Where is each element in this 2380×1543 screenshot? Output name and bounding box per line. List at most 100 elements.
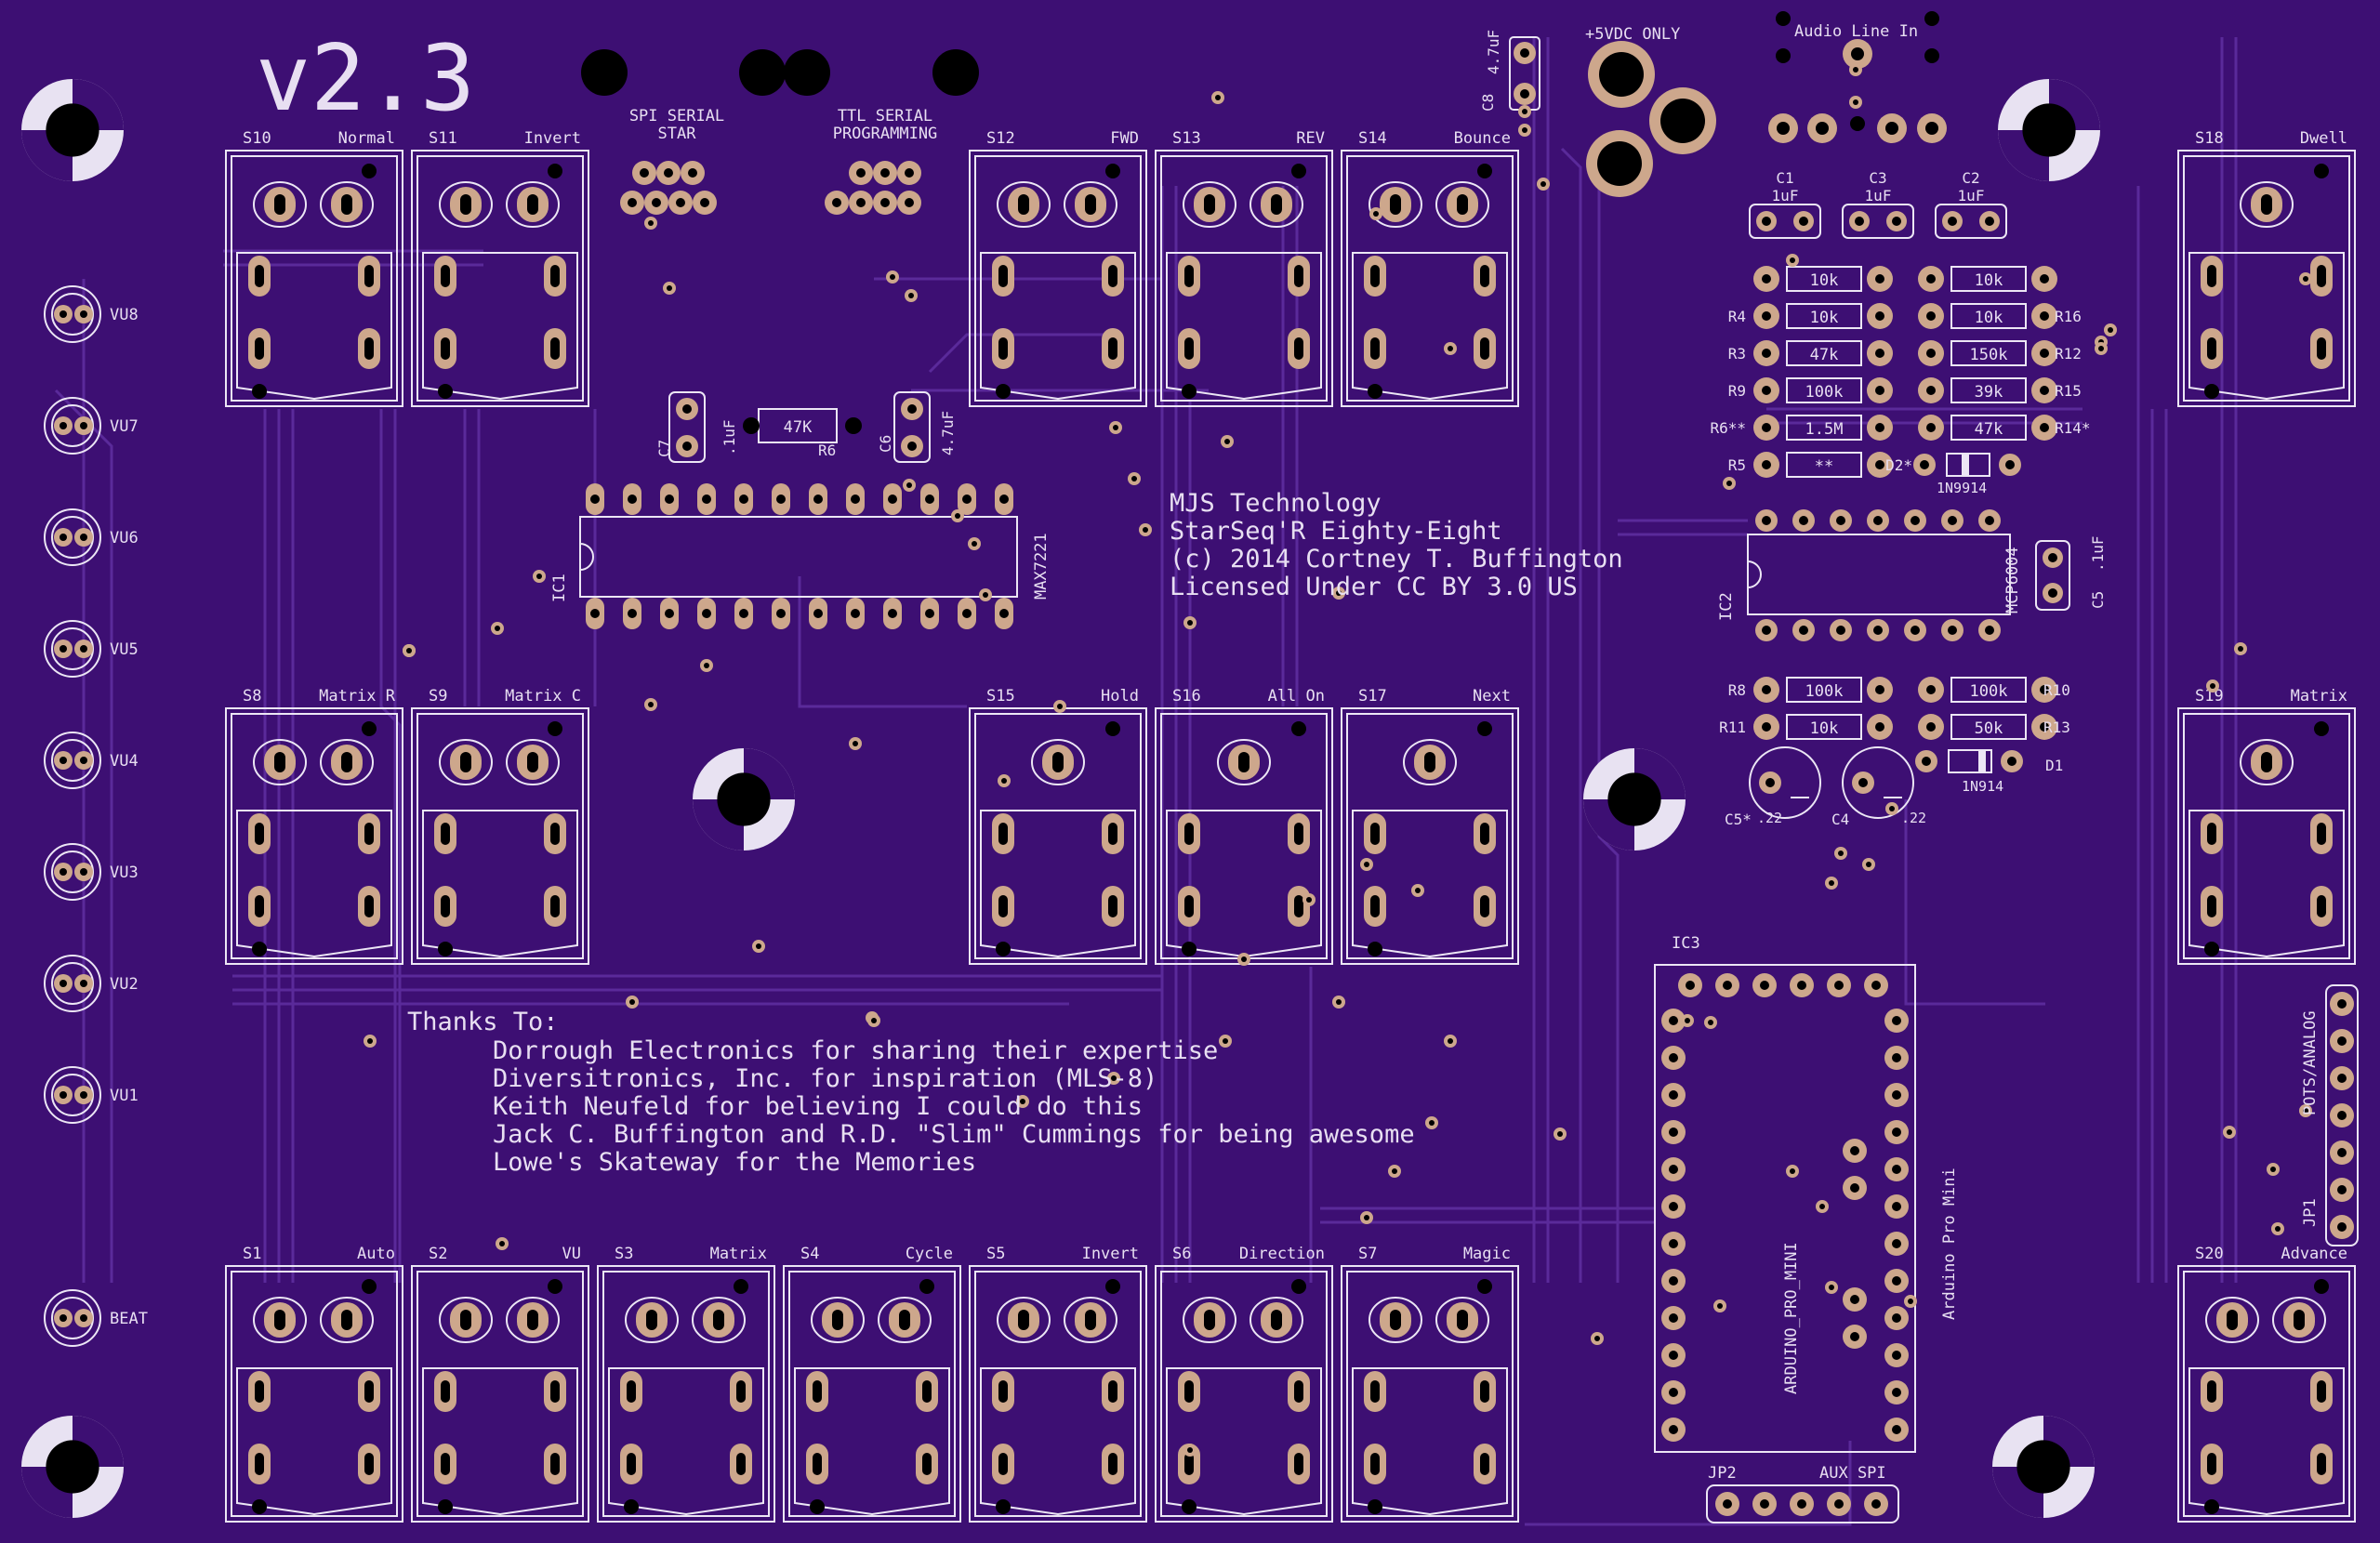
via-hole: [983, 592, 988, 598]
via-hole: [871, 1018, 877, 1023]
drill-hole: [1948, 626, 1957, 635]
switch-s16-alignment-hole: [1291, 721, 1306, 736]
c6-value: 4.7uF: [939, 411, 957, 455]
switch-s3-alignment-hole: [734, 1279, 748, 1294]
resistor-low-right-ref: R13: [2043, 719, 2070, 736]
via-hole: [1020, 1099, 1025, 1104]
switch-s5-lamp-hole: [1085, 1310, 1096, 1330]
drill-hole: [1762, 423, 1771, 432]
c5e-outline: [1749, 746, 1821, 819]
switch-s18-alignment-hole: [2204, 384, 2219, 399]
switch-s1-lamp-hole: [274, 1310, 285, 1330]
switch-s12-lamp-hole: [1085, 194, 1096, 215]
switch-s4-pin-hole: [813, 1380, 822, 1403]
drill-hole: [1875, 349, 1884, 358]
switch-s4-ref: S4: [800, 1245, 819, 1263]
ic1-pin-hole: [925, 495, 934, 504]
drill-hole: [1762, 516, 1771, 525]
switch-s15-ref: S15: [986, 687, 1015, 706]
switch-s8-cap-outline: [236, 810, 392, 958]
switch-s10-cap-outline: [236, 252, 392, 401]
switch-s8-inner-outline: [231, 713, 398, 959]
switch-s10-pin-hole: [364, 265, 374, 287]
switch-s16-cap-outline: [1166, 810, 1322, 958]
ic3-part: ARDUINO_PRO_MINI: [1782, 1242, 1801, 1394]
drill-hole: [1669, 1202, 1678, 1211]
switch-s11-outline: [411, 150, 589, 407]
switch-s9-alignment-hole: [548, 721, 562, 736]
switch-s20-alignment-hole: [2204, 1499, 2219, 1514]
drill-hole: [1875, 722, 1884, 732]
switch-s4-label: Cycle: [906, 1245, 953, 1263]
via-hole: [1415, 888, 1421, 893]
switch-s11-inner-outline: [416, 155, 584, 402]
drill-hole: [2040, 386, 2049, 395]
switch-s15-inner-outline: [974, 713, 1142, 959]
switch-s20-cap-outline: [2188, 1367, 2345, 1516]
drill-hole: [80, 645, 87, 653]
switch-s11-pin-hole: [441, 337, 450, 360]
drill-hole: [1669, 1276, 1678, 1286]
drill-hole: [1669, 1425, 1678, 1434]
switch-s17-alignment-hole: [1368, 942, 1382, 956]
drill-hole: [832, 198, 841, 207]
drill-hole: [905, 168, 914, 178]
drill-hole: [1762, 722, 1771, 732]
switch-s12-lamp-outline: [997, 181, 1051, 228]
switch-s10-alignment-hole: [252, 384, 267, 399]
drill-hole: [1926, 423, 1936, 432]
resistor-right-ref: R12: [2055, 345, 2082, 363]
c4-value: .22: [1901, 810, 1926, 826]
via-hole: [1557, 1131, 1563, 1137]
switch-s18-alignment-hole: [2314, 164, 2329, 178]
drill-hole: [60, 980, 67, 987]
via-hole: [1853, 99, 1858, 105]
switch-s2-pin-hole: [441, 1453, 450, 1475]
ic1-pin-hole: [851, 495, 860, 504]
switch-s8-alignment-hole: [252, 942, 267, 956]
via-hole: [1522, 109, 1527, 114]
switch-s12-ref: S12: [986, 129, 1015, 148]
drill-hole: [1669, 1128, 1678, 1137]
drill-hole: [80, 1091, 87, 1099]
switch-s6-lamp-outline: [1183, 1297, 1236, 1343]
switch-s3-pin-hole: [736, 1453, 746, 1475]
via-hole: [890, 274, 895, 280]
resistor-right-body: [1950, 377, 2027, 403]
switch-s18-pin-hole: [2207, 337, 2216, 360]
switch-s2-lamp-outline: [506, 1297, 560, 1343]
switch-s12-alignment-hole: [1105, 164, 1120, 178]
mounting-drill: [932, 49, 979, 96]
switch-s15-alignment-hole: [1105, 721, 1120, 736]
ic1-pin-hole: [628, 609, 637, 618]
audio-jack-drill: [1776, 11, 1791, 26]
resistor-low-right-ref: R10: [2043, 681, 2070, 699]
c6-ref: C6: [877, 435, 894, 453]
switch-s6-outline: [1155, 1265, 1333, 1523]
drill-hole: [1686, 981, 1695, 990]
power-jack-hole: [1660, 99, 1705, 143]
led-vu6-outline: [44, 508, 101, 566]
drill-hole: [1836, 626, 1845, 635]
ic1-pin-hole: [590, 609, 600, 618]
switch-s17-inner-outline: [1346, 713, 1514, 959]
via-hole: [1057, 704, 1063, 709]
switch-s17-lamp-outline: [1403, 739, 1457, 785]
via-hole: [1540, 181, 1546, 187]
resistor-left-body: [1786, 415, 1862, 441]
via-hole: [1889, 806, 1895, 811]
via-hole: [1224, 439, 1230, 444]
drill-hole: [2337, 1111, 2347, 1120]
switch-s19-label: Matrix: [2291, 687, 2347, 706]
switch-s11-lamp-outline: [439, 181, 493, 228]
switch-s4-inner-outline: [788, 1271, 956, 1517]
switch-s9-lamp-outline: [439, 739, 493, 785]
drill-hole: [1875, 423, 1884, 432]
resistor-right-value: 10k: [1975, 309, 2003, 327]
drill-hole: [1871, 981, 1881, 990]
drill-hole: [1873, 516, 1883, 525]
via-hole: [2238, 646, 2243, 652]
drill-hole: [1669, 1313, 1678, 1323]
switch-s6-lamp-hole: [1271, 1310, 1282, 1330]
